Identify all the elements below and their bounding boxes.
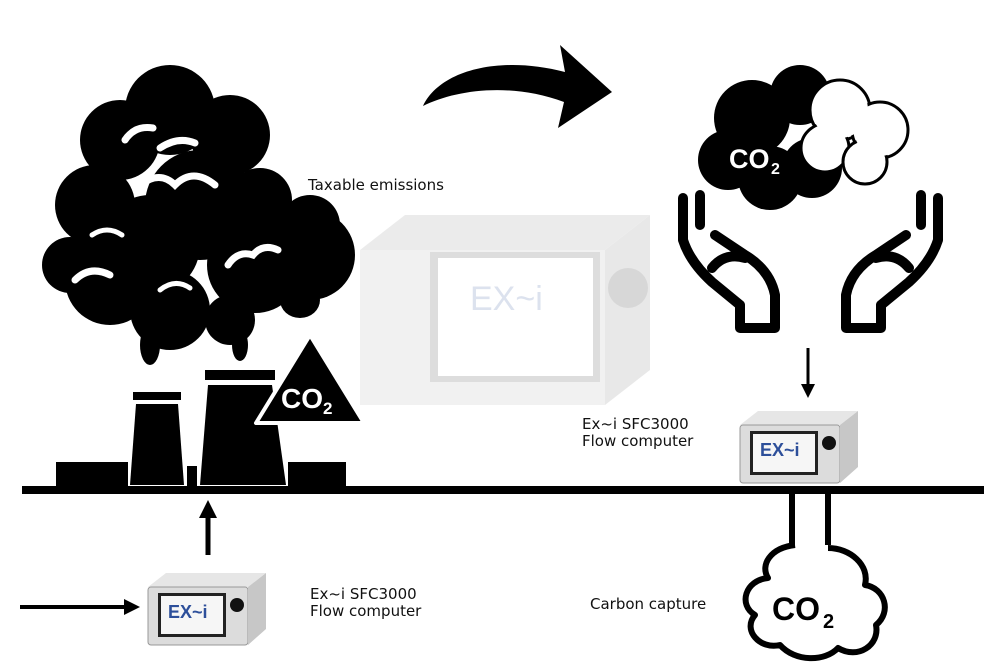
co2-cloud-label: CO xyxy=(729,144,770,174)
flow-computer-icon: EX~i xyxy=(739,410,859,484)
underground-pipe xyxy=(789,494,831,545)
device-logo: EX~i xyxy=(168,602,208,622)
carbon-capture-label: Carbon capture xyxy=(590,595,707,613)
device-bottom-type: Flow computer xyxy=(310,602,422,620)
co2-cloud-icon: CO 2 xyxy=(698,65,910,210)
hands-icon xyxy=(678,190,943,333)
co2-underground-label: CO xyxy=(772,591,820,627)
background-device-logo: EX~i xyxy=(470,280,543,318)
device-bottom-name: Ex~i SFC3000 xyxy=(310,585,417,603)
co2-triangle-label: CO xyxy=(281,383,323,414)
down-arrow xyxy=(801,348,815,398)
co2-warning-icon: CO 2 xyxy=(254,333,366,425)
smoke-cloud-icon xyxy=(42,65,355,365)
co2-underground-subscript: 2 xyxy=(823,611,834,633)
ground-line xyxy=(22,486,984,494)
device-right-type: Flow computer xyxy=(582,432,694,450)
taxable-emissions-label: Taxable emissions xyxy=(308,176,444,194)
flow-computer-icon: EX~i xyxy=(147,572,267,646)
input-flow-arrow xyxy=(20,599,140,615)
underground-co2-icon: CO 2 xyxy=(742,542,888,662)
device-right-name: Ex~i SFC3000 xyxy=(582,415,689,433)
background-flow-computer: EX~i xyxy=(360,215,650,405)
curved-arrow-icon xyxy=(423,45,612,128)
co2-triangle-subscript: 2 xyxy=(323,399,332,418)
device-logo-right: EX~i xyxy=(760,440,800,460)
co2-cloud-subscript: 2 xyxy=(771,161,780,178)
up-arrow xyxy=(199,500,217,555)
